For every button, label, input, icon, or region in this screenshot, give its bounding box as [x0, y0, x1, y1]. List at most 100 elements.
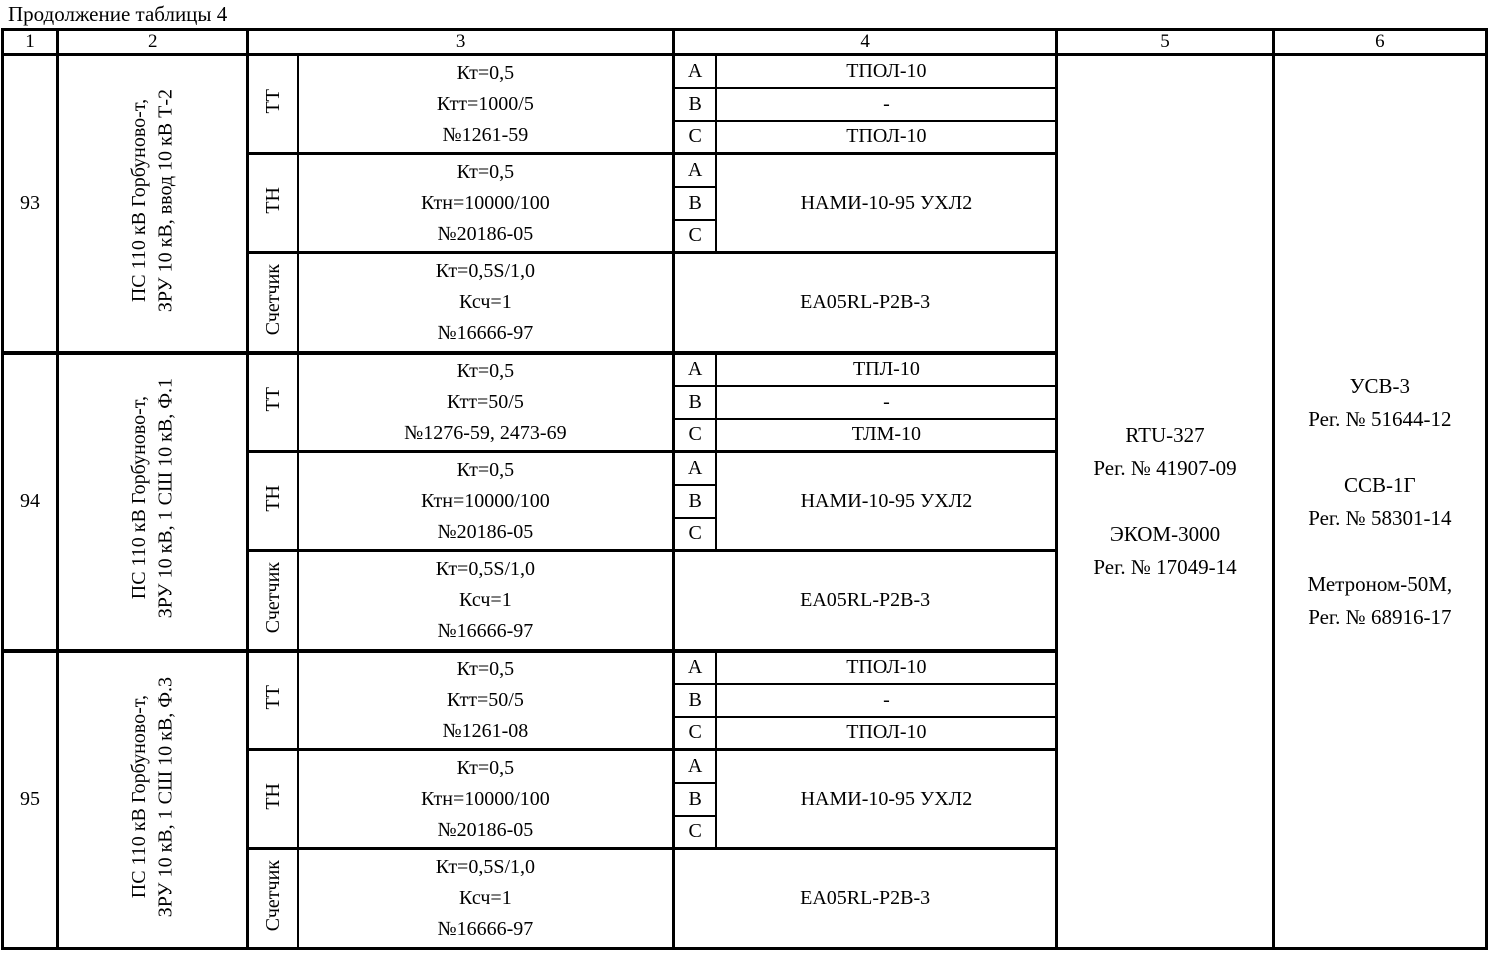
table-row: С: [3, 814, 1487, 850]
meter-value: EA05RL-P2B-3: [671, 847, 1058, 950]
vt-param-line: Кт=0,5: [456, 458, 515, 481]
vt-param-line: Ктн=10000/100: [420, 787, 550, 810]
phase-value: ТЛМ-10: [715, 417, 1058, 453]
meter-params: Кт=0,5S/1,0 Ксч=1 №16666-97: [296, 847, 675, 950]
table-row: В -: [3, 384, 1487, 420]
timesync-line: УСВ-3: [1349, 373, 1411, 398]
row-number: 95: [1, 648, 59, 950]
phase-label: С: [671, 119, 718, 155]
ct-label-cell: ТТ: [246, 648, 299, 751]
ct-label-cell: ТТ: [246, 53, 299, 155]
connection-name-cell: ПС 110 кВ Горбуново-т, ЗРУ 10 кВ, 1 СШ 1…: [56, 350, 249, 652]
meter-label: Счетчик: [261, 859, 284, 932]
vt-param-line: Кт=0,5: [456, 160, 515, 183]
ct-param-line: Кт=0,5: [456, 359, 515, 382]
table-row: 95 ПС 110 кВ Горбуново-т, ЗРУ 10 кВ, 1 С…: [1, 648, 1487, 950]
telemetry-line: ЭКОМ-3000: [1109, 522, 1221, 546]
meter-label: Счетчик: [261, 263, 284, 335]
telemetry-line: [1058, 485, 1271, 518]
table-row: С: [3, 218, 1487, 254]
ct-param-line: №1261-59: [442, 123, 529, 146]
table-row: В: [3, 781, 1487, 817]
phase-label: А: [671, 350, 718, 387]
ct-param-line: Ктт=50/5: [446, 688, 524, 711]
phase-label: А: [671, 450, 718, 486]
ct-param-line: №1261-08: [442, 719, 529, 742]
table-row: Счетчик Кт=0,5S/1,0 Ксч=1 №16666-97 EA05…: [3, 847, 1487, 950]
table-row: ТН Кт=0,5 Ктн=10000/100 №20186-05 А НАМИ…: [3, 152, 1487, 254]
meter-label-cell: Счетчик: [246, 251, 299, 354]
table-row: С ТПОЛ-10: [3, 715, 1487, 751]
table-row: Счетчик Кт=0,5S/1,0 Ксч=1 №16666-97 EA05…: [3, 549, 1487, 652]
table-row: ТН Кт=0,5 Ктн=10000/100 №20186-05 А НАМИ…: [3, 748, 1487, 850]
meter-param-line: Кт=0,5S/1,0: [435, 259, 536, 282]
meter-param-line: №16666-97: [437, 918, 534, 940]
phase-value: ТПЛ-10: [715, 350, 1058, 387]
ct-param-line: Ктт=50/5: [446, 390, 524, 413]
meter-param-line: №16666-97: [437, 321, 534, 344]
ct-label: ТТ: [261, 88, 284, 114]
table-row: В -: [3, 86, 1487, 122]
ct-param-line: Кт=0,5: [456, 657, 515, 680]
telemetry-line: Рег. № 17049-14: [1093, 555, 1237, 579]
table-row: В -: [3, 682, 1487, 718]
vt-label-cell: ТН: [246, 748, 299, 850]
vt-value: НАМИ-10-95 УХЛ2: [715, 450, 1058, 552]
phase-value: -: [715, 682, 1058, 718]
table-row: В: [3, 185, 1487, 221]
timesync-line: [1275, 535, 1485, 568]
phase-label: В: [671, 86, 718, 122]
table-row: В: [3, 483, 1487, 519]
ct-label-cell: ТТ: [246, 350, 299, 453]
vt-params: Кт=0,5 Ктн=10000/100 №20186-05: [296, 152, 675, 254]
vt-param-line: №20186-05: [437, 222, 534, 245]
phase-label: В: [671, 384, 718, 420]
timesync-line: [1275, 436, 1485, 469]
meter-param-line: Кт=0,5S/1,0: [435, 557, 536, 580]
phase-value: ТПОЛ-10: [715, 648, 1058, 685]
timesync-cell: УСВ-3 Рег. № 51644-12 ССВ-1Г Рег. № 5830…: [1271, 53, 1488, 950]
ct-params: Кт=0,5 Ктт=1000/5 №1261-59: [296, 53, 675, 155]
header-col-4: 4: [671, 28, 1058, 56]
meter-param-line: Ксч=1: [459, 588, 512, 611]
table-row: 93 ПС 110 кВ Горбуново-т, ЗРУ 10 кВ, вво…: [1, 53, 1488, 950]
header-col-5: 5: [1055, 28, 1275, 56]
phase-label: В: [671, 682, 718, 718]
phase-value: -: [715, 86, 1058, 122]
connection-name: ПС 110 кВ Горбуново-т, ЗРУ 10 кВ, ввод 1…: [128, 88, 177, 312]
meter-param-line: Ксч=1: [459, 290, 512, 313]
telemetry-line: RTU-327: [1125, 423, 1205, 447]
phase-label: С: [671, 814, 718, 850]
phase-label: С: [671, 715, 718, 751]
vt-params: Кт=0,5 Ктн=10000/100 №20186-05: [296, 450, 675, 552]
vt-param-line: №20186-05: [437, 818, 534, 841]
row-number: 94: [1, 350, 59, 652]
timesync-line: Рег. № 68916-17: [1308, 604, 1452, 629]
vt-param-line: Кт=0,5: [456, 756, 515, 779]
timesync-line: Метроном-50М,: [1307, 571, 1453, 596]
meter-label: Счетчик: [261, 561, 284, 633]
telemetry-cell: RTU-327 Рег. № 41907-09 ЭКОМ-3000 Рег. №…: [1055, 53, 1275, 950]
header-col-3: 3: [246, 28, 675, 56]
table-row: С: [3, 516, 1487, 552]
meter-value: EA05RL-P2B-3: [671, 549, 1058, 652]
connection-name: ПС 110 кВ Горбуново-т, ЗРУ 10 кВ, 1 СШ 1…: [128, 676, 177, 917]
header-col-1: 1: [1, 28, 59, 56]
ct-label: ТТ: [261, 685, 284, 710]
vt-param-line: №20186-05: [437, 520, 534, 543]
ct-label: ТТ: [261, 387, 284, 412]
meter-param-line: Кт=0,5S/1,0: [435, 856, 536, 878]
timesync-line: ССВ-1Г: [1344, 472, 1416, 497]
phase-value: ТПОЛ-10: [715, 119, 1058, 155]
header-col-6: 6: [1271, 28, 1488, 56]
table-row: Счетчик Кт=0,5S/1,0 Ксч=1 №16666-97 EA05…: [3, 251, 1487, 354]
phase-label: С: [671, 218, 718, 254]
table-row: ТН Кт=0,5 Ктн=10000/100 №20186-05 А НАМИ…: [3, 450, 1487, 552]
vt-label-cell: ТН: [246, 152, 299, 254]
phase-label: А: [671, 748, 718, 784]
ct-params: Кт=0,5 Ктт=50/5 №1276-59, 2473-69: [296, 350, 675, 453]
vt-label: ТН: [261, 484, 284, 512]
ct-param-line: Кт=0,5: [456, 61, 515, 84]
table-row: С ТЛМ-10: [3, 417, 1487, 453]
meter-params: Кт=0,5S/1,0 Ксч=1 №16666-97: [296, 549, 675, 652]
